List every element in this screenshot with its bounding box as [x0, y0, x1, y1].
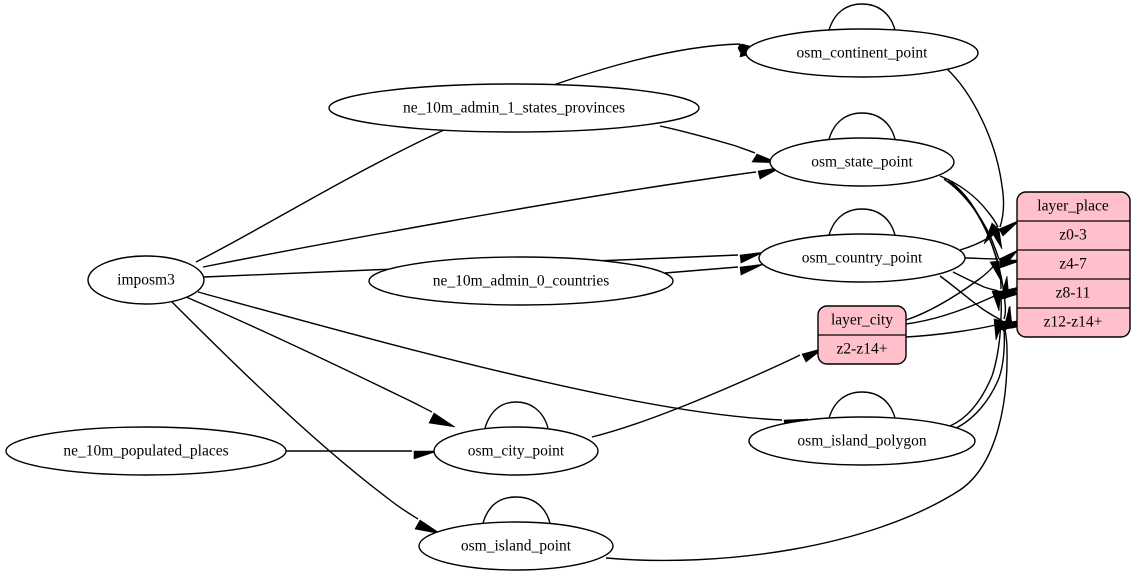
node-layer: imposm3 ne_10m_admin_1_states_provinces … [5, 28, 979, 571]
edge-layer [171, 3, 1025, 562]
node-ne_10m_admin_1_states_provinces[interactable]: ne_10m_admin_1_states_provinces [328, 83, 700, 133]
edge-osm_island_polygon-to-layer_place-z8_11[interactable] [949, 275, 1010, 427]
record-layer_city[interactable]: layer_city z2-z14+ [817, 305, 907, 365]
node-osm_continent_point[interactable]: osm_continent_point [745, 28, 979, 78]
edge-osm_island_point-to-layer_place-z12_z14[interactable] [605, 306, 1014, 562]
node-osm_state_point[interactable]: osm_state_point [769, 137, 955, 187]
node-osm_city_point[interactable]: osm_city_point [433, 426, 599, 476]
edge-ne_states_provinces-to-osm_state_point[interactable] [659, 125, 780, 164]
record-layer_place[interactable]: layer_place z0-3 z4-7 z8-11 z12-z14+ [1016, 191, 1131, 338]
edge-imposm3-to-osm_continent_point[interactable] [195, 43, 768, 263]
node-osm_island_point[interactable]: osm_island_point [418, 521, 614, 571]
node-imposm3[interactable]: imposm3 [87, 255, 205, 305]
edge-layer_city-to-layer_place-z4_7[interactable] [905, 249, 1019, 321]
edge-imposm3-to-osm_island_point[interactable] [171, 301, 442, 535]
edge-ne_admin_0_countries-to-osm_country_point[interactable] [664, 263, 765, 276]
node-osm_island_polygon[interactable]: osm_island_polygon [748, 416, 976, 466]
edge-osm_continent_point-to-layer_place-z0_3[interactable] [945, 67, 1005, 245]
node-osm_country_point[interactable]: osm_country_point [758, 233, 966, 283]
edge-osm_country_point-to-layer_place-z0_3[interactable] [959, 219, 1021, 251]
edge-osm_state_point-to-layer_place-z0_3[interactable] [939, 175, 1003, 250]
node-ne_10m_populated_places[interactable]: ne_10m_populated_places [5, 426, 287, 476]
edge-imposm3-to-osm_city_point[interactable] [185, 296, 456, 428]
edge-imposm3-to-osm_island_polygon[interactable] [197, 291, 809, 429]
edge-imposm3-to-osm_state_point[interactable] [202, 166, 783, 268]
edge-osm_country_point-to-layer_place-z8_11[interactable] [952, 271, 1023, 301]
node-ne_10m_admin_0_countries[interactable]: ne_10m_admin_0_countries [368, 256, 674, 306]
edge-ne_populated_places-to-osm_city_point[interactable] [286, 450, 439, 460]
